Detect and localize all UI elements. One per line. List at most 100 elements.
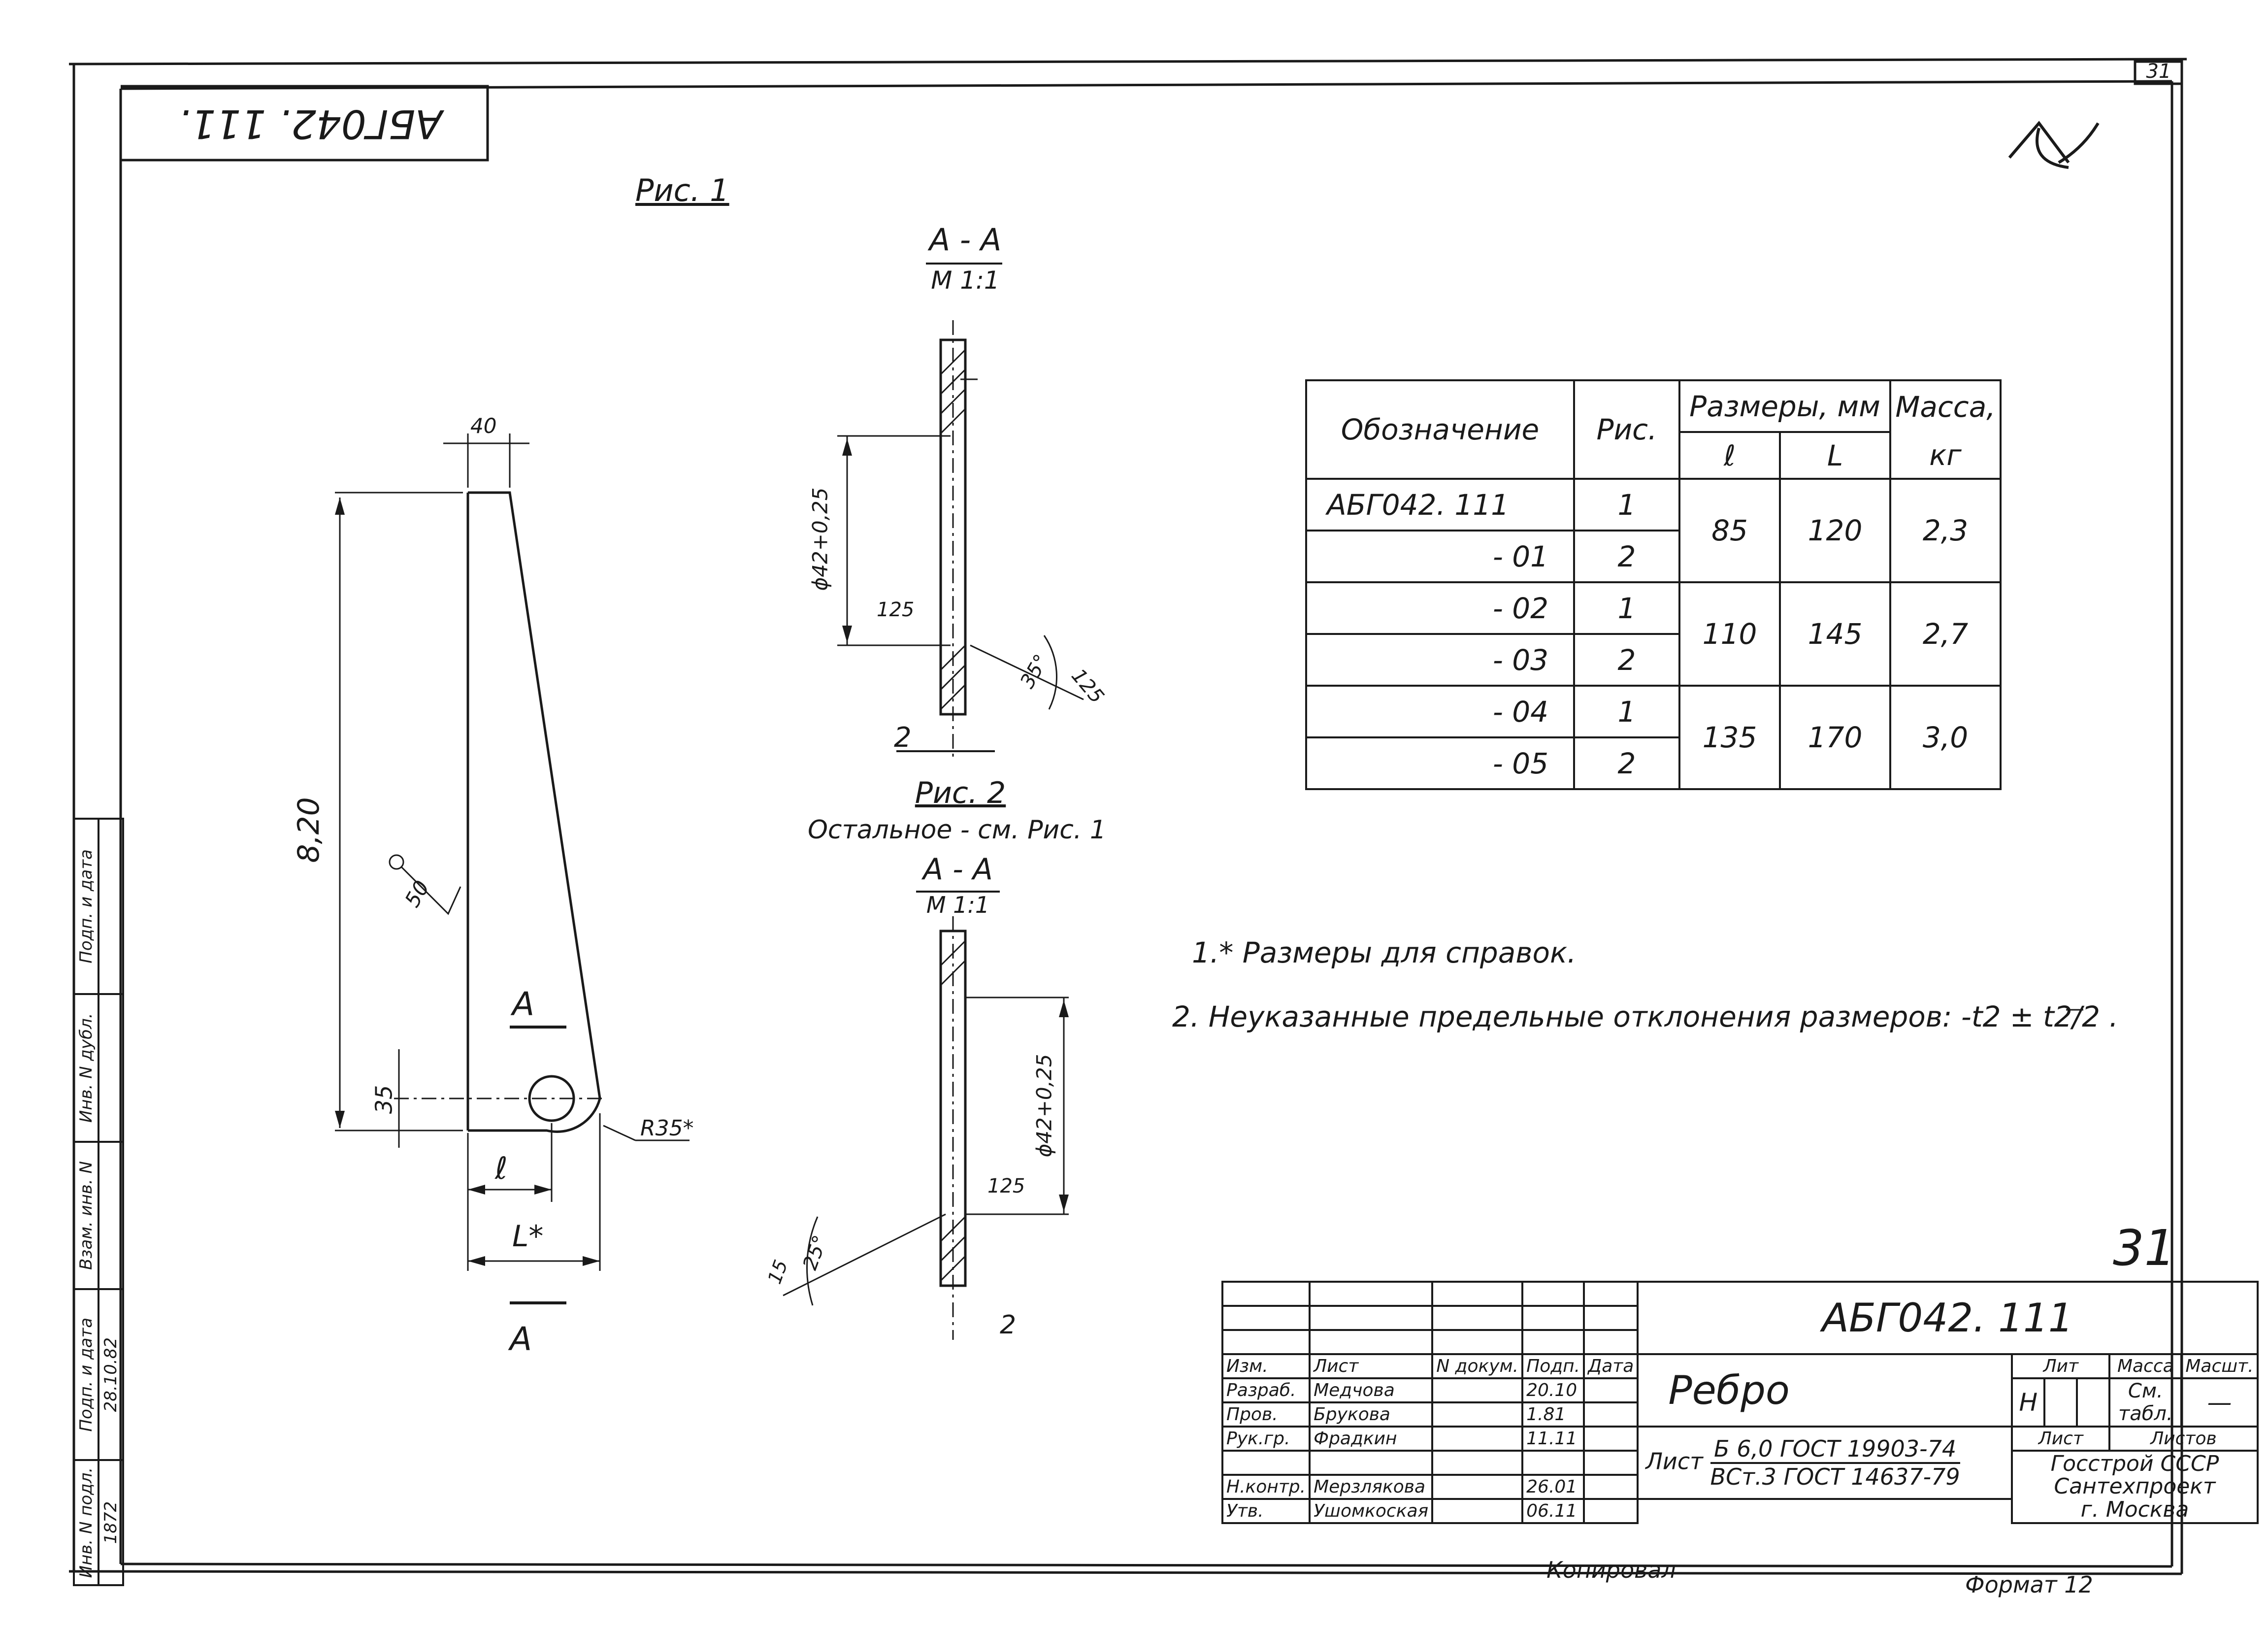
side-label-dup: Инв. N дубл.	[74, 994, 99, 1142]
spec-row-fig: 2	[1573, 633, 1680, 687]
side-label-sign: Подп. и дата	[74, 1289, 99, 1461]
tb-date: 06.11	[1521, 1498, 1585, 1524]
spec-row-fig: 2	[1573, 530, 1680, 583]
spec-row-designation: - 02	[1305, 581, 1575, 635]
spec-row-fig: 1	[1573, 685, 1680, 738]
spec-row-designation: - 01	[1305, 530, 1575, 583]
tb-sheets-label: Листов	[2108, 1426, 2259, 1452]
fig1-radius: R35*	[640, 1116, 694, 1141]
tb-org-line2: Сантехпроект	[2054, 1474, 2216, 1499]
tb-mass-value: См. табл.	[2108, 1377, 2183, 1428]
spec-header-mass-unit: кг	[1889, 432, 2002, 480]
note-1: 1.* Размеры для справок.	[1192, 936, 1577, 969]
spec-cell-L: 145	[1779, 581, 1891, 687]
note-2: 2. Неуказанные предельные отклонения раз…	[1172, 1000, 2118, 1033]
tb-part-name: Ребро	[1637, 1353, 2013, 1428]
fig1-dim-l: ℓ	[495, 1150, 508, 1186]
tb-org-line3: г. Москва	[2080, 1496, 2189, 1522]
side-label-inv: Инв. N подл.	[74, 1460, 99, 1585]
tb-material-prefix: Лист	[1645, 1448, 1703, 1474]
spec-cell-l: 110	[1678, 581, 1781, 687]
spec-header-fig: Рис.	[1573, 379, 1680, 480]
section1-title: А - А	[929, 222, 1002, 258]
spec-header-L: L	[1779, 431, 1891, 480]
spec-header-mass: Масса,	[1889, 379, 2002, 432]
section-mark-bottom: А	[510, 1320, 532, 1358]
spec-row-fig: 2	[1573, 736, 1680, 790]
tb-role: Н.контр.	[1221, 1474, 1311, 1500]
fig2-note: Остальное - см. Рис. 1	[808, 815, 1106, 845]
tb-date: 11.11	[1521, 1426, 1585, 1452]
tb-role: Разраб.	[1221, 1377, 1311, 1403]
approval-mark-icon	[2008, 121, 2100, 169]
spec-table: Обозначение Рис. Размеры, мм Масса, ℓ L …	[1305, 379, 2002, 790]
tb-material-bottom: ВСт.3 ГОСТ 14637-79	[1710, 1463, 1960, 1490]
spec-cell-mass: 2,3	[1889, 478, 2002, 583]
tb-org-line1: Госстрой СССР	[2050, 1451, 2219, 1477]
tb-date: 20.10	[1521, 1377, 1585, 1403]
spec-header-designation: Обозначение	[1305, 379, 1575, 480]
tb-role: Утв.	[1221, 1498, 1311, 1524]
fig1-dim-35: 35	[370, 1085, 397, 1114]
spec-cell-L: 170	[1779, 685, 1891, 790]
sheet-number-top: 31	[2146, 60, 2171, 83]
spec-row-designation: АБГ042. 111	[1305, 478, 1575, 532]
spec-cell-L: 120	[1779, 478, 1891, 583]
format-label: Формат 12	[1965, 1571, 2093, 1598]
fig1-dim-40: 40	[470, 414, 497, 438]
fig2-title: А - А	[923, 852, 993, 887]
tb-col-sign: Подп.	[1521, 1353, 1585, 1379]
side-stamp: Инв. N подл. Подп. и дата Взам. инв. N И…	[73, 818, 123, 1586]
section1-scale: М 1:1	[931, 266, 1000, 295]
spec-row-fig: 1	[1573, 478, 1680, 532]
tb-scale-label: Масшт.	[2180, 1353, 2259, 1379]
fig1-dim-820: 8,20	[291, 797, 326, 863]
fig2-roughness: 125	[987, 1175, 1025, 1197]
fig2-thickness: 2	[1000, 1310, 1017, 1340]
spec-header-dims: Размеры, мм	[1678, 379, 1891, 433]
spec-row-designation: - 03	[1305, 633, 1575, 687]
spec-row-designation: - 04	[1305, 685, 1575, 738]
fig1-dim-L: L*	[512, 1219, 544, 1254]
spec-cell-l: 135	[1678, 685, 1781, 790]
spec-row-designation: - 05	[1305, 736, 1575, 790]
tb-name: Мерзлякова	[1309, 1474, 1434, 1500]
side-label-sign2: Подп. и дата	[74, 819, 99, 994]
side-label-replace: Взам. инв. N	[74, 1141, 99, 1290]
tb-col-change: Изм.	[1221, 1353, 1311, 1379]
spec-cell-mass: 3,0	[1889, 685, 2002, 790]
tb-role: Рук.гр.	[1221, 1426, 1311, 1452]
copied-by: Копировал	[1546, 1557, 1676, 1583]
tb-name: Ушомкоская	[1309, 1498, 1434, 1524]
tb-name: Брукова	[1309, 1401, 1434, 1428]
spec-cell-mass: 2,7	[1889, 581, 2002, 687]
section1-roughness-a: 125	[877, 598, 915, 621]
upside-down-stamp: АБГ042. 111.	[178, 101, 442, 147]
tb-lit-value: Н	[2011, 1377, 2046, 1428]
tb-mass-label: Масса	[2108, 1353, 2183, 1379]
side-value-date: 28.10.82	[99, 1289, 123, 1461]
tb-role: Пров.	[1221, 1401, 1311, 1428]
fig1-caption: Рис. 1	[635, 172, 729, 208]
tb-doc-number: АБГ042. 111	[1637, 1281, 2259, 1355]
tb-date: 26.01	[1521, 1474, 1585, 1500]
section-mark-top: А	[512, 985, 535, 1023]
spec-header-l: ℓ	[1678, 431, 1781, 480]
spec-cell-l: 85	[1678, 478, 1781, 583]
page-number-large: 31	[2113, 1219, 2176, 1277]
tb-date: 1.81	[1521, 1401, 1585, 1428]
fig2-bore: ϕ42+0,25	[1032, 1054, 1056, 1158]
tb-name: Фрадкин	[1309, 1426, 1434, 1452]
tb-lit-label: Лит	[2011, 1353, 2111, 1379]
tb-col-docnum: N докум.	[1431, 1353, 1524, 1379]
section1-bore: ϕ42+0,25	[808, 487, 832, 591]
spec-row-fig: 1	[1573, 581, 1680, 635]
tb-material-top: Б 6,0 ГОСТ 19903-74	[1710, 1435, 1960, 1464]
tb-col-sheet: Лист	[1309, 1353, 1434, 1379]
tb-sheet-label: Лист	[2011, 1426, 2111, 1452]
fig2-scale: М 1:1	[926, 892, 990, 918]
tb-organization: Госстрой СССР Сантехпроект г. Москва	[2011, 1450, 2259, 1524]
tb-name: Медчова	[1309, 1377, 1434, 1403]
fig2-caption: Рис. 2	[915, 776, 1006, 810]
